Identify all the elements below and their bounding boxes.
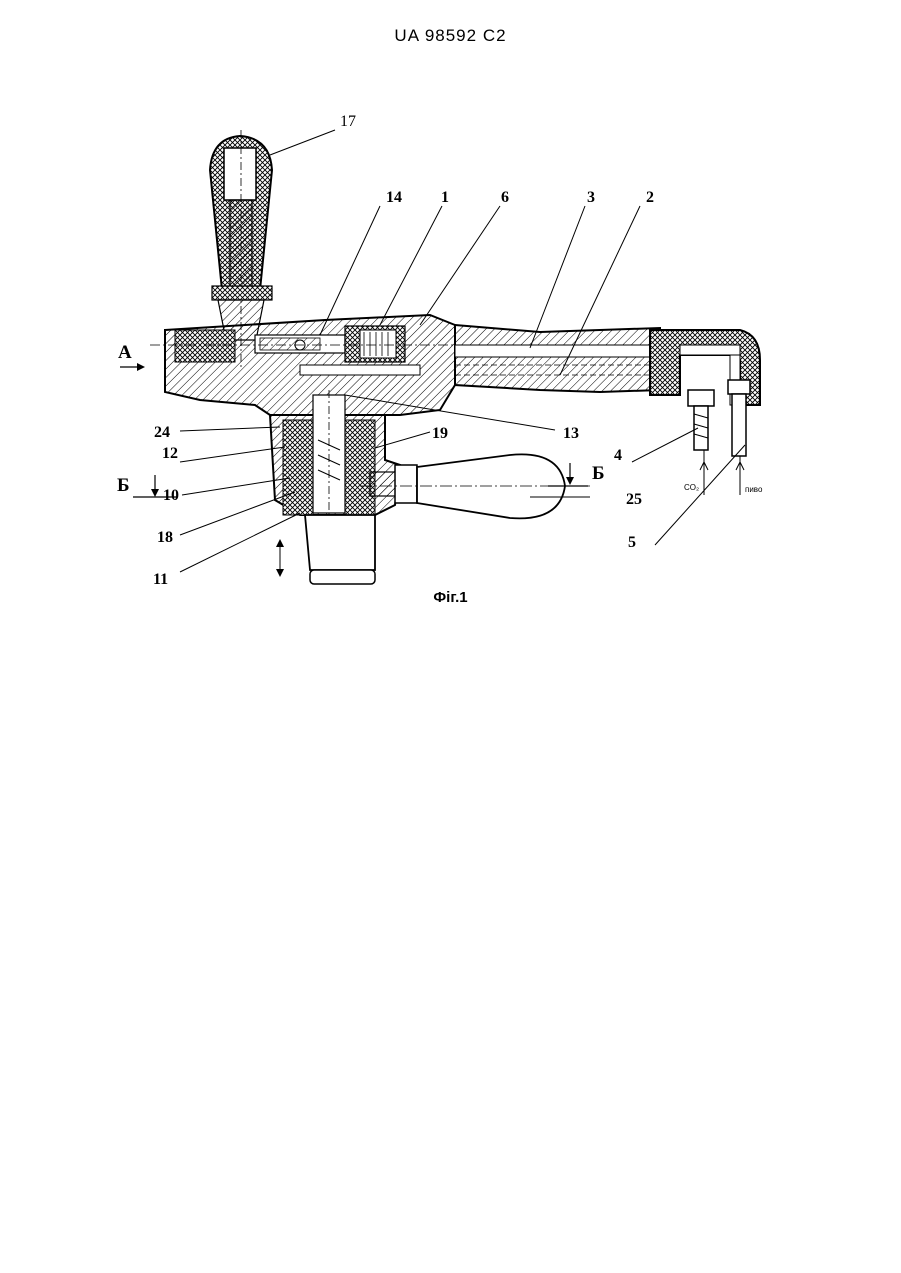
label-B-left: Б xyxy=(117,475,130,496)
label-14: 14 xyxy=(386,189,402,206)
label-10: 10 xyxy=(163,487,179,504)
label-4: 4 xyxy=(614,447,622,464)
label-B-right: Б xyxy=(592,463,605,484)
valve-assembly-drawing: 17 14 1 6 3 2 А 24 12 Б 10 18 11 19 13 Б… xyxy=(0,0,901,620)
label-co2: CO₂ xyxy=(684,483,699,492)
label-18: 18 xyxy=(157,529,173,546)
label-12: 12 xyxy=(162,445,178,462)
label-13: 13 xyxy=(563,425,579,442)
label-17: 17 xyxy=(340,113,356,130)
label-1: 1 xyxy=(441,189,449,206)
label-19: 19 xyxy=(432,425,448,442)
label-2: 2 xyxy=(646,189,654,206)
label-A: А xyxy=(118,342,132,363)
figure-caption: Фіг.1 xyxy=(0,589,901,606)
label-24: 24 xyxy=(154,424,170,441)
label-3: 3 xyxy=(587,189,595,206)
elbow-fitting xyxy=(650,330,760,495)
label-5: 5 xyxy=(628,534,636,551)
label-11: 11 xyxy=(153,571,168,588)
label-pivo: пиво xyxy=(745,485,763,494)
label-25: 25 xyxy=(626,491,642,508)
label-6: 6 xyxy=(501,189,509,206)
